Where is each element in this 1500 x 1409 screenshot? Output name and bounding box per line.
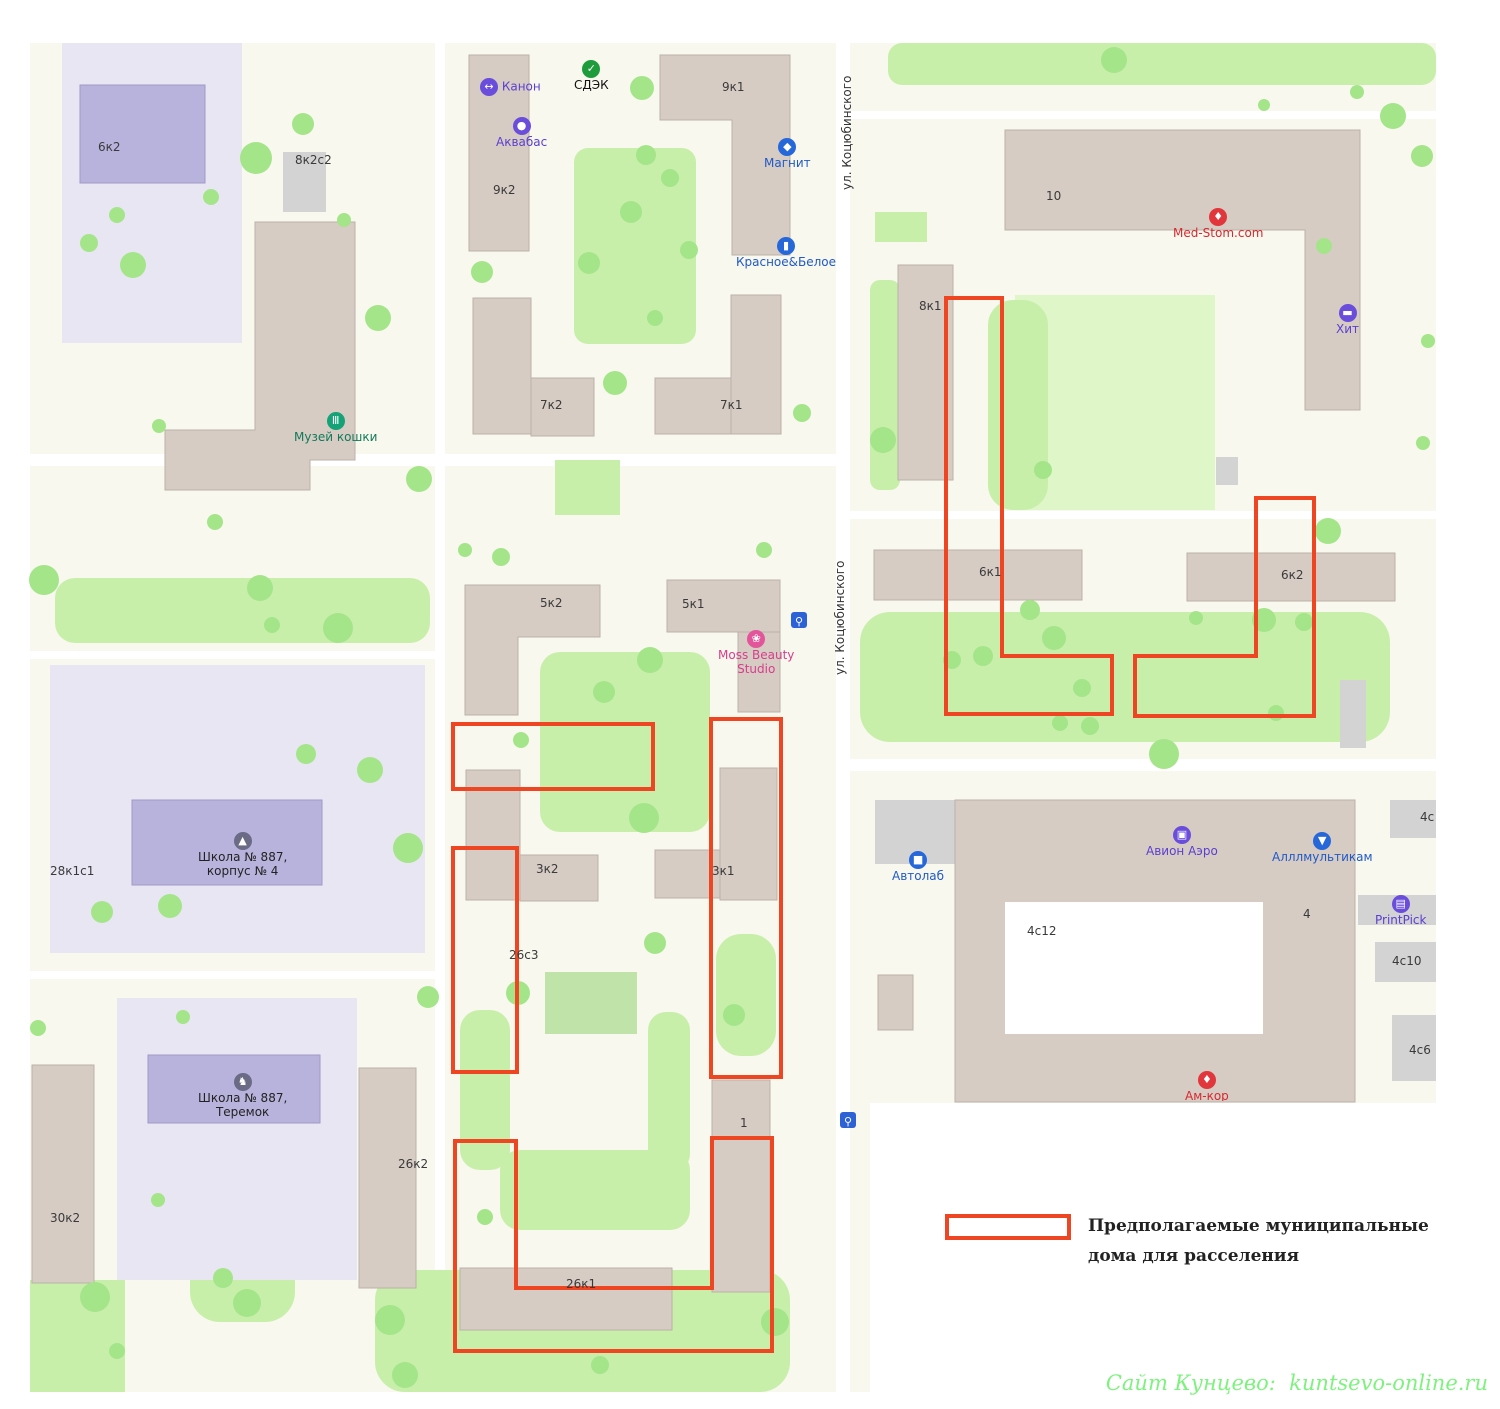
poi-label: Moss Beauty xyxy=(718,648,795,662)
building-label: 5к1 xyxy=(682,597,705,611)
legend-line-2: дома для расселения xyxy=(1088,1246,1299,1266)
shop-icon: ◆ xyxy=(778,138,797,156)
svg-text:⚲: ⚲ xyxy=(844,1115,852,1128)
kindergarten-icon: ♞ xyxy=(233,1073,252,1091)
poi-label: СДЭК xyxy=(574,78,609,92)
trees xyxy=(29,47,1435,1388)
poi-amkor[interactable]: ♦ Ам-кор xyxy=(1185,1071,1229,1101)
building-label: 4с6 xyxy=(1409,1043,1431,1057)
tooth-icon: ♦ xyxy=(1197,1071,1216,1089)
poi-label: Школа № 887, xyxy=(198,850,288,864)
briefcase-icon: ▣ xyxy=(1172,826,1191,844)
museum-icon: Ⅲ xyxy=(326,412,345,430)
poi-label: Med-Stom.com xyxy=(1173,226,1264,240)
poi-moss-beauty[interactable]: ❀ Moss Beauty Studio xyxy=(718,630,794,676)
building-label: 10 xyxy=(1046,189,1062,203)
highlight-6k1-8k1 xyxy=(944,296,1114,716)
legend-swatch xyxy=(945,1214,1071,1240)
building-label: 7к2 xyxy=(540,398,563,412)
street-label: ул. Коцюбинского xyxy=(840,75,854,190)
poi-printpick[interactable]: ▤ PrintPick xyxy=(1375,895,1426,927)
building-label: 4 xyxy=(1303,907,1311,921)
fitness-icon: ↔ xyxy=(480,78,498,96)
street-label: ул. Коцюбинского xyxy=(833,560,847,675)
car-icon: ■ xyxy=(909,851,928,869)
building-label: 30к2 xyxy=(50,1211,81,1225)
poi-medstom[interactable]: ♦ Med-Stom.com xyxy=(1173,208,1263,240)
highlight-26s3 xyxy=(451,846,519,1074)
poi-kanon[interactable]: ↔ Канон xyxy=(480,78,541,96)
building-label: 3к1 xyxy=(712,864,735,878)
highlight-courtyard xyxy=(451,722,655,791)
poi-label: Канон xyxy=(501,79,541,94)
building-label: 8к2с2 xyxy=(295,153,332,167)
building-label: 8к1 xyxy=(919,299,942,313)
hotel-icon: ▬ xyxy=(1338,304,1357,322)
building-label: 6к1 xyxy=(979,565,1002,579)
poi-label: PrintPick xyxy=(1375,913,1427,927)
poi-label: корпус № 4 xyxy=(206,864,279,878)
poi-label: Авион Аэро xyxy=(1146,844,1218,858)
legend-line-1: Предполагаемые муниципальные xyxy=(1088,1216,1429,1236)
school-icon: ▲ xyxy=(233,832,252,850)
building-label: 26к2 xyxy=(398,1157,429,1171)
building-label: 4с xyxy=(1420,810,1435,824)
pool-icon: ● xyxy=(512,117,531,135)
poi-label: Красное&Белое xyxy=(736,255,837,269)
poi-label: Алллмультикам xyxy=(1272,850,1373,864)
building-label: 7к1 xyxy=(720,398,743,412)
poi-school-887-teremok[interactable]: ♞ Школа № 887, Теремок xyxy=(198,1073,287,1119)
poi-magnit[interactable]: ◆ Магнит xyxy=(764,138,811,170)
highlight-6k2 xyxy=(1133,496,1316,718)
poi-school-887-k4[interactable]: ▲ Школа № 887, корпус № 4 xyxy=(198,832,287,878)
building-label: 5к2 xyxy=(540,596,563,610)
tshirt-icon: ▼ xyxy=(1313,832,1332,850)
poi-label: Автолаб xyxy=(892,869,945,883)
poi-muzey-koshki[interactable]: Ⅲ Музей кошки xyxy=(294,412,377,444)
svg-text:⚲: ⚲ xyxy=(795,615,803,628)
highlight-3k1 xyxy=(709,717,783,1079)
tooth-icon: ♦ xyxy=(1209,208,1228,226)
poi-label: Музей кошки xyxy=(294,430,378,444)
school-buildings xyxy=(79,84,323,1124)
highlight-26k1 xyxy=(453,1136,774,1353)
poi-label: Studio xyxy=(737,662,776,676)
building-label: 6к2 xyxy=(1281,568,1304,582)
poi-hit[interactable]: ▬ Хит xyxy=(1336,304,1359,336)
poi-avtolab[interactable]: ■ Автолаб xyxy=(892,851,944,883)
building-label: 4с12 xyxy=(1027,924,1057,938)
shopping-bag-icon: ▮ xyxy=(777,237,796,255)
highlights xyxy=(451,296,1316,1353)
delivery-icon: ✓ xyxy=(582,60,601,78)
poi-krasnoe-beloe[interactable]: ▮ Красное&Белое xyxy=(736,237,836,269)
courtyard xyxy=(1005,902,1263,1034)
building-label: 26к1 xyxy=(566,1277,597,1291)
beauty-icon: ❀ xyxy=(747,630,766,648)
poi-label: Ам-кор xyxy=(1185,1089,1229,1101)
building-label: 9к2 xyxy=(493,183,516,197)
building-label: 3к2 xyxy=(536,862,559,876)
poi-label: Теремок xyxy=(215,1105,270,1119)
roads xyxy=(30,43,1436,1392)
transit-markers: ⚲ ⚲ xyxy=(791,612,856,1128)
building-label: 9к1 xyxy=(722,80,745,94)
legend-text: Предполагаемые муниципальные дома для ра… xyxy=(1088,1211,1429,1271)
poi-label: Школа № 887, xyxy=(198,1091,288,1105)
site-credit[interactable]: Сайт Кунцево: kuntsevo-online.ru xyxy=(1105,1371,1488,1395)
building-label: 26с3 xyxy=(509,948,539,962)
building-label: 4с10 xyxy=(1392,954,1422,968)
poi-allmultikam[interactable]: ▼ Алллмультикам xyxy=(1272,832,1373,864)
building-label: 28к1с1 xyxy=(50,864,95,878)
poi-label: Аквабас xyxy=(496,135,548,149)
building-label: 6к2 xyxy=(98,140,121,154)
poi-akvabas[interactable]: ● Аквабас xyxy=(496,117,547,149)
poi-label: Хит xyxy=(1336,322,1360,336)
building-label: 1 xyxy=(740,1116,748,1130)
poi-label: Магнит xyxy=(764,156,811,170)
poi-sdek[interactable]: ✓ СДЭК xyxy=(574,60,609,92)
printer-icon: ▤ xyxy=(1391,895,1410,913)
poi-avion-aero[interactable]: ▣ Авион Аэро xyxy=(1146,826,1218,858)
